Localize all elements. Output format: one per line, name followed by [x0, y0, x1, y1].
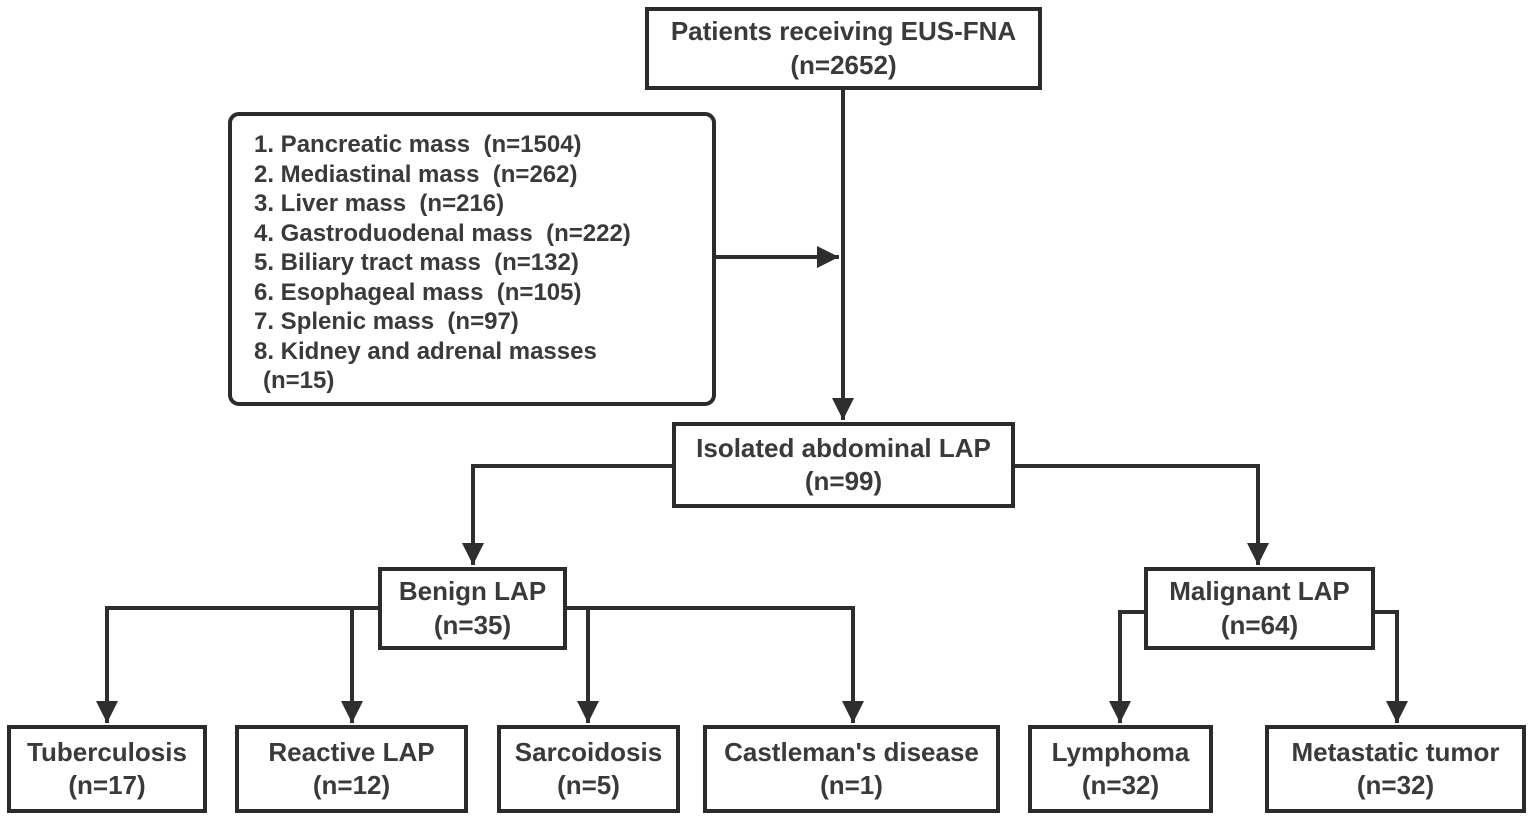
box-metastatic-tumor: Metastatic tumor (n=32): [1265, 725, 1526, 813]
exclusion-item-liver: 3. Liver mass (n=216): [254, 190, 505, 217]
exclusion-item-pancreatic: 1. Pancreatic mass (n=1504): [254, 131, 582, 158]
isolated-count: (n=99): [804, 466, 883, 496]
tuberculosis-count: (n=17): [68, 770, 146, 800]
exclusion-item-mediastinal: 2. Mediastinal mass (n=262): [254, 160, 578, 188]
box-reactive-lap: Reactive LAP (n=12): [235, 725, 468, 813]
sarcoidosis-count: (n=5): [557, 770, 620, 800]
box-tuberculosis: Tuberculosis (n=17): [7, 725, 207, 813]
metastatic-count: (n=32): [1356, 770, 1435, 800]
box-benign-lap: Benign LAP (n=35): [378, 567, 567, 650]
connector-isolated-to-benign: [462, 464, 672, 565]
patients-count: (n=2652): [790, 49, 897, 80]
castleman-label: Castleman's disease: [724, 736, 979, 767]
exclusion-item-kidney-adrenal-count: (n=15): [263, 367, 335, 394]
metastatic-label: Metastatic tumor: [1291, 736, 1500, 767]
sarcoidosis-label: Sarcoidosis: [514, 736, 663, 767]
connector-malignant-to-lymphoma: [1109, 610, 1146, 723]
reactive-count: (n=12): [312, 770, 391, 800]
malignant-label: Malignant LAP: [1169, 576, 1350, 607]
castleman-count: (n=1): [820, 770, 883, 800]
box-lymphoma: Lymphoma (n=32): [1028, 725, 1213, 813]
benign-label: Benign LAP: [398, 576, 547, 607]
box-isolated-abdominal-lap: Isolated abdominal LAP (n=99): [672, 422, 1015, 508]
benign-count: (n=35): [433, 609, 512, 640]
exclusion-item-biliary: 5. Biliary tract mass (n=132): [254, 249, 579, 276]
malignant-count: (n=64): [1220, 609, 1299, 640]
box-patients-eus-fna: Patients receiving EUS-FNA (n=2652): [645, 7, 1042, 90]
connector-isolated-to-malignant: [1015, 464, 1269, 565]
box-castleman-disease: Castleman's disease (n=1): [703, 725, 1000, 813]
box-excluded-indications: 1. Pancreatic mass (n=1504) 2. Mediastin…: [228, 112, 716, 406]
patients-label: Patients receiving EUS-FNA: [670, 16, 1017, 47]
lymphoma-count: (n=32): [1081, 770, 1160, 800]
exclusion-item-esophageal: 6. Esophageal mass (n=105): [254, 278, 582, 306]
connector-malignant-to-metastatic: [1373, 610, 1408, 723]
exclusion-item-splenic: 7. Splenic mass (n=97): [254, 308, 519, 335]
exclusion-item-gastroduodenal: 4. Gastroduodenal mass (n=222): [254, 219, 631, 247]
lymphoma-label: Lymphoma: [1051, 736, 1190, 767]
reactive-label: Reactive LAP: [268, 736, 435, 767]
isolated-label: Isolated abdominal LAP: [696, 432, 991, 463]
exclusion-item-kidney-adrenal: 8. Kidney and adrenal masses: [254, 337, 597, 365]
box-malignant-lap: Malignant LAP (n=64): [1144, 567, 1375, 650]
tuberculosis-label: Tuberculosis: [27, 736, 187, 767]
box-sarcoidosis: Sarcoidosis (n=5): [497, 725, 680, 813]
